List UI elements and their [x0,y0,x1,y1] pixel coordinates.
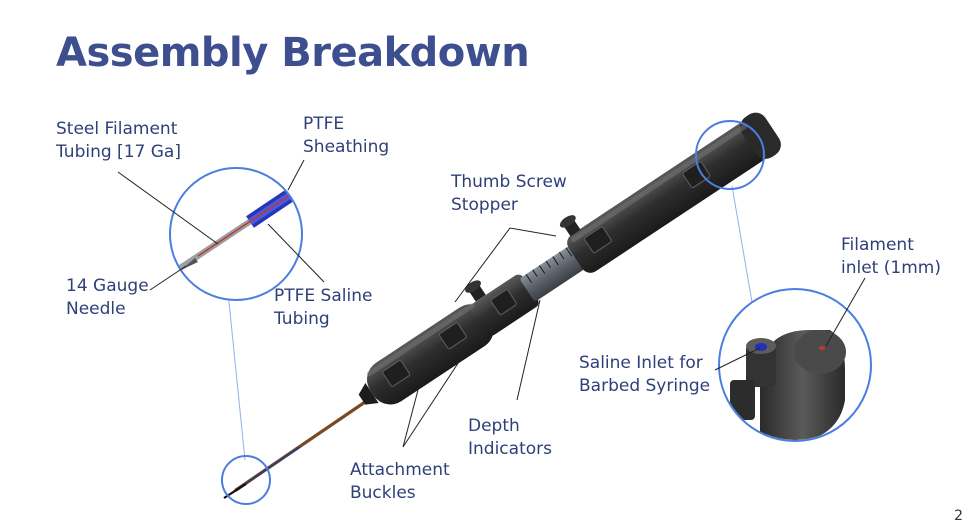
label-filament-inlet: Filament inlet (1mm) [841,235,941,278]
needle-tube [223,398,370,499]
zoom-connector-inlet [731,185,753,303]
zoom-connector-needle [227,291,246,461]
label-14-gauge-needle: 14 Gauge Needle [66,276,149,319]
callout-ring-inlet [695,120,765,190]
label-depth-indicators: Depth Indicators [468,416,552,459]
zoom-inlet-detail [718,288,872,442]
label-thumb-screw-stopper: Thumb Screw Stopper [451,172,567,215]
label-ptfe-sheathing: PTFE Sheathing [303,114,390,157]
leader-lines [117,159,866,448]
page-title: Assembly Breakdown [56,30,530,76]
page-number: 2 [954,508,963,524]
callout-ring-needle-tip [221,455,271,505]
label-steel-filament: Steel Filament Tubing [17 Ga] [56,119,181,162]
label-attachment-buckles: Attachment Buckles [350,460,450,503]
zoom-needle-detail [169,167,303,301]
device-body [358,112,781,405]
label-ptfe-saline-tubing: PTFE Saline Tubing [274,286,373,329]
label-saline-inlet: Saline Inlet for Barbed Syringe [579,353,711,396]
